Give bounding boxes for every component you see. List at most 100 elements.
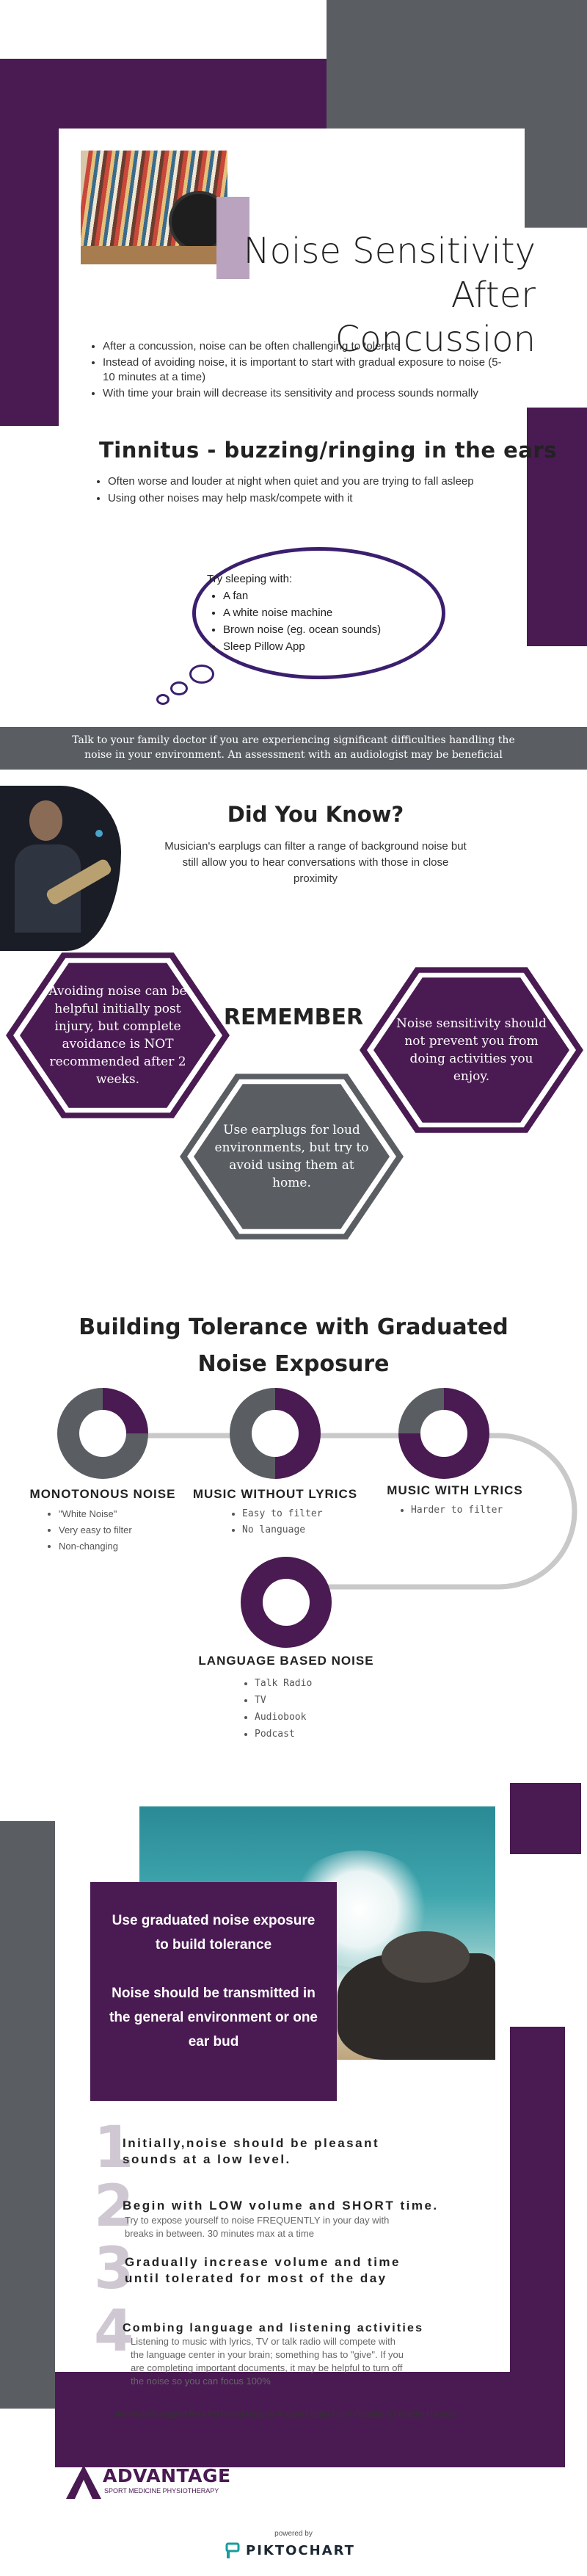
- step-desc-line: the noise so you can focus 100%: [131, 2376, 271, 2387]
- step-title-1: Initially,noise should be pleasant sound…: [123, 2135, 379, 2168]
- stage-item: "White Noise": [59, 1507, 189, 1522]
- middle-hex-line: avoid using them at: [229, 1158, 354, 1173]
- graduated-grey-sidebar: [0, 1821, 55, 2409]
- banner-line2: noise in your environment. An assessment…: [84, 749, 503, 761]
- stage-title-language: LANGUAGE BASED NOISE: [198, 1654, 374, 1668]
- left-hex-line: avoidance is NOT: [62, 1037, 174, 1052]
- did-you-know-text: Musician's earplugs can filter a range o…: [136, 839, 495, 887]
- left-hex-line: helpful initially post: [54, 1002, 181, 1016]
- right-hex-line: doing activities you: [409, 1052, 533, 1066]
- ring-hole: [263, 1579, 310, 1626]
- intro-bullet: Instead of avoiding noise, it is importa…: [103, 355, 508, 385]
- image-accent-block: [216, 197, 249, 279]
- stage-item: No language: [242, 1523, 365, 1538]
- intro-bullet: With time your brain will decrease its s…: [103, 386, 508, 401]
- stage-list-monotonous: "White Noise" Very easy to filter Non-ch…: [43, 1505, 189, 1555]
- stage-title-music-lyrics: MUSIC WITH LYRICS: [387, 1483, 523, 1497]
- remember-title: REMEMBER: [223, 1005, 364, 1030]
- step-title-line: Gradually increase volume and time: [125, 2255, 401, 2269]
- source-note: Information adapted from Parkwood Hospit…: [115, 2410, 457, 2419]
- tolerance-title: Building Tolerance with Graduated Noise …: [73, 1309, 514, 1383]
- thought-bubble-dot-2: [170, 681, 188, 695]
- step-desc-line: are completing important documents, it m…: [131, 2362, 403, 2373]
- powered-by-label: powered by: [274, 2530, 313, 2538]
- advantage-logo: ADVANTAGE SPORT MEDICINE PHYSIOTHERAPY: [66, 2464, 230, 2500]
- tinnitus-bullet: Often worse and louder at night when qui…: [108, 474, 514, 489]
- tolerance-path: [103, 1433, 577, 1590]
- did-you-know-title: Did You Know?: [227, 802, 404, 827]
- guitarist-photo: [0, 786, 121, 951]
- right-hex-line: not prevent you from: [404, 1034, 539, 1049]
- stage-item: Harder to filter: [411, 1503, 534, 1518]
- piktochart-icon: [225, 2542, 240, 2558]
- step-title-line: Initially,noise should be pleasant: [123, 2136, 380, 2150]
- intro-bullet: After a concussion, noise can be often c…: [103, 339, 508, 354]
- stage-title-monotonous: MONOTONOUS NOISE: [29, 1487, 176, 1501]
- advantage-logo-sub: SPORT MEDICINE PHYSIOTHERAPY: [104, 2487, 219, 2494]
- stage-title-music-no-lyrics: MUSIC WITHOUT LYRICS: [192, 1487, 358, 1501]
- step-number-2: 2: [94, 2174, 134, 2240]
- stage-item: Non-changing: [59, 1539, 189, 1554]
- advantage-logo-name: ADVANTAGE: [103, 2465, 231, 2486]
- left-hex-text: Avoiding noise can be helpful initially …: [38, 958, 197, 1112]
- step-desc-line: the language center in your brain; somet…: [131, 2349, 404, 2360]
- left-hex-line: weeks.: [95, 1072, 140, 1087]
- intro-bullets: After a concussion, noise can be often c…: [87, 338, 508, 402]
- tinnitus-title: Tinnitus - buzzing/ringing in the ears: [99, 438, 557, 463]
- ring-hole: [420, 1410, 467, 1457]
- thought-bubble: [192, 547, 445, 679]
- did-you-know-line3: proximity: [293, 872, 338, 885]
- side-purple-bar: [527, 408, 587, 646]
- right-hex-text: Noise sensitivity should not prevent you…: [392, 973, 551, 1127]
- graduated-line3: Noise should be transmitted in: [112, 1986, 316, 2001]
- left-hex-line: Avoiding noise can be: [48, 984, 187, 999]
- graduated-line4: the general environment or one: [109, 2010, 318, 2025]
- step-desc-2: Try to expose yourself to noise FREQUENT…: [125, 2214, 389, 2240]
- stage-item: TV: [255, 1693, 378, 1708]
- middle-hex-line: environments, but try to: [214, 1140, 369, 1155]
- stage-item: Audiobook: [255, 1710, 378, 1725]
- did-you-know-line1: Musician's earplugs can filter a range o…: [164, 840, 467, 853]
- stage-list-language: Talk Radio TV Audiobook Podcast: [238, 1674, 378, 1743]
- middle-hex-text: Use earplugs for loud environments, but …: [212, 1079, 371, 1234]
- tinnitus-bullet: Using other noises may help mask/compete…: [108, 491, 514, 506]
- bubble-content: Try sleeping with: A fan A white noise m…: [207, 571, 427, 656]
- ring-hole: [252, 1410, 299, 1457]
- step-title-line: until tolerated for most of the day: [125, 2271, 387, 2285]
- graduated-line1: Use graduated noise exposure: [112, 1913, 316, 1928]
- thought-bubble-dot-3: [156, 694, 169, 705]
- step-number-4: 4: [94, 2298, 134, 2365]
- bubble-item: Brown noise (eg. ocean sounds): [223, 622, 427, 637]
- step-title-line: sounds at a low level.: [123, 2152, 291, 2166]
- bubble-intro: Try sleeping with:: [207, 573, 293, 585]
- middle-hex-line: home.: [272, 1176, 311, 1190]
- step-desc-4: Listening to music with lyrics, TV or ta…: [131, 2335, 404, 2388]
- bubble-item: A white noise machine: [223, 605, 427, 621]
- stage-item: Podcast: [255, 1726, 378, 1742]
- doctor-banner: Talk to your family doctor if you are ex…: [0, 727, 587, 770]
- stage-item: Easy to filter: [242, 1507, 365, 1522]
- graduated-purple-square: [510, 1783, 581, 1854]
- middle-hex-line: Use earplugs for loud: [223, 1123, 360, 1137]
- stage-ring-monotonous: [57, 1388, 148, 1479]
- right-hex-line: enjoy.: [453, 1069, 490, 1084]
- tolerance-title-line2: Noise Exposure: [197, 1351, 390, 1377]
- did-you-know-line2: still allow you to hear conversations wi…: [182, 856, 449, 869]
- stage-ring-music-no-lyrics: [230, 1388, 321, 1479]
- step-desc-line: Listening to music with lyrics, TV or ta…: [131, 2336, 395, 2347]
- graduated-text-box: Use graduated noise exposure to build to…: [90, 1882, 337, 2101]
- stage-list-music-lyrics: Harder to filter: [395, 1502, 534, 1519]
- step-number-1: 1: [94, 2115, 134, 2181]
- left-hex-line: recommended after 2: [49, 1054, 186, 1069]
- piktochart-logo[interactable]: PIKTOCHART: [224, 2541, 363, 2561]
- stage-list-music-no-lyrics: Easy to filter No language: [226, 1505, 365, 1539]
- step-title-3: Gradually increase volume and time until…: [125, 2254, 401, 2287]
- thought-bubble-dot-1: [189, 665, 214, 684]
- graduated-line2: to build tolerance: [155, 1937, 272, 1953]
- page-title: Noise Sensitivity After Concussion: [242, 229, 536, 361]
- stage-ring-language: [241, 1557, 332, 1648]
- records-headphones-photo: [81, 151, 227, 264]
- bubble-item: Sleep Pillow App: [223, 639, 427, 654]
- right-hex-line: Noise sensitivity should: [396, 1016, 547, 1031]
- step-title-4: Combing language and listening activitie…: [123, 2322, 424, 2334]
